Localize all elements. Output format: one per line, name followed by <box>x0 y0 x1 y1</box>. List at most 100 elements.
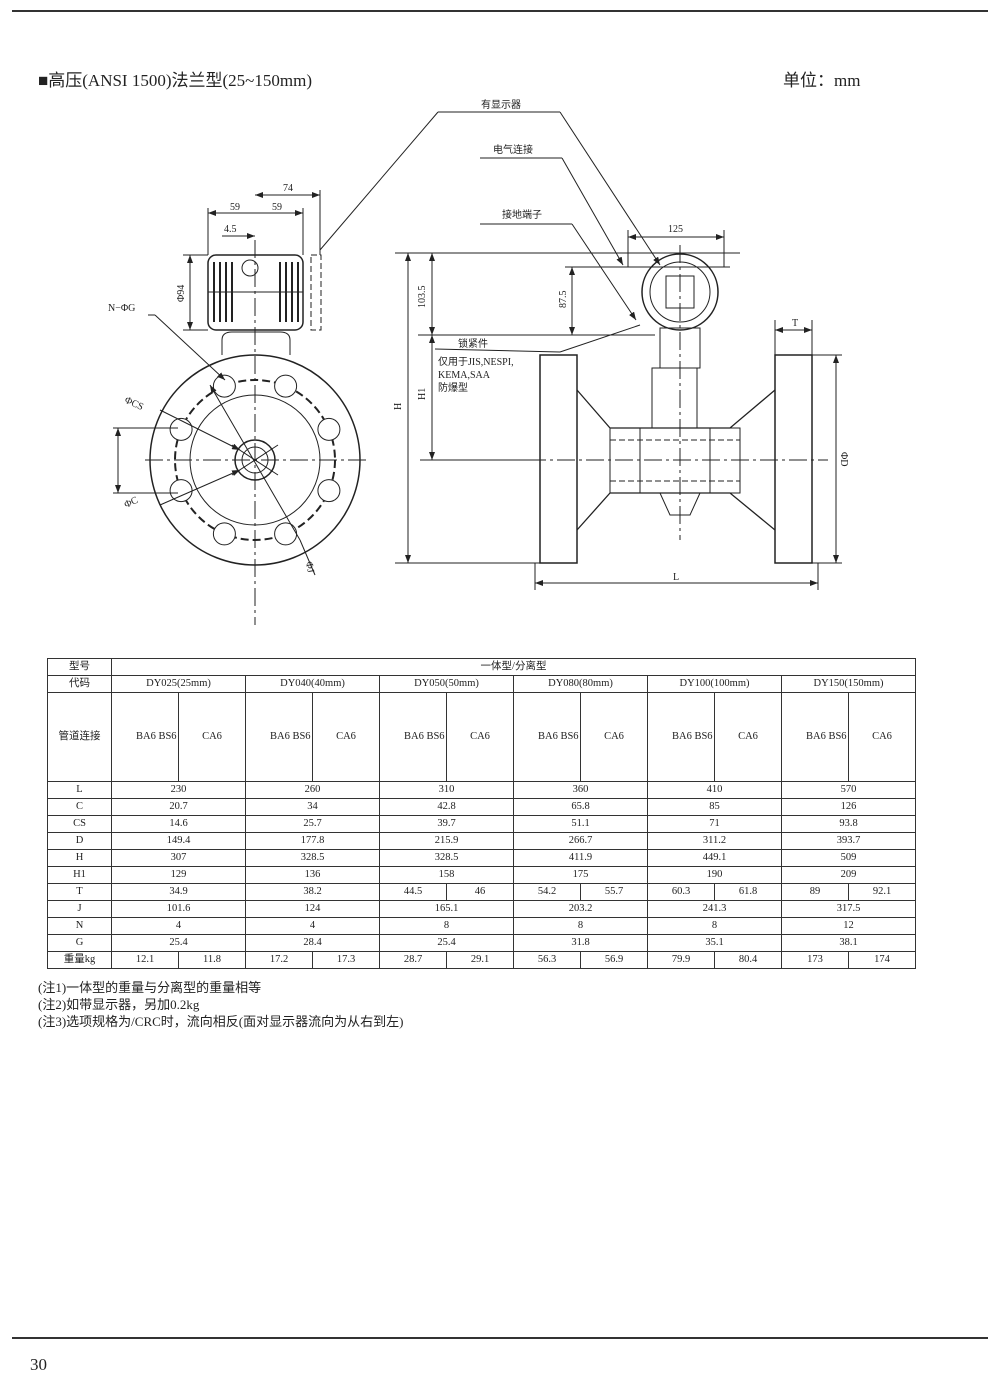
table-cell: 42.8 <box>379 798 514 816</box>
code-header: DY100(100mm) <box>647 675 782 693</box>
table-cell: 175 <box>513 866 648 884</box>
table-cell: 28.7 <box>379 951 447 969</box>
dim-4-5: 4.5 <box>224 224 237 235</box>
bolt-hole <box>169 479 193 503</box>
table-cell: 203.2 <box>513 900 648 918</box>
table-cell: 126 <box>781 798 916 816</box>
table-cell: 71 <box>647 815 782 833</box>
table-cell: 20.7 <box>111 798 246 816</box>
table-cell: 39.7 <box>379 815 514 833</box>
bolt-hole <box>274 374 298 398</box>
row-header: J <box>47 900 112 918</box>
table-cell: 38.1 <box>781 934 916 952</box>
note-1: (注1)一体型的重量与分离型的重量相等 <box>38 980 262 995</box>
unit-label: 单位：mm <box>783 71 861 90</box>
table-cell: 44.5 <box>379 883 447 901</box>
table-cell: 29.1 <box>446 951 514 969</box>
table-cell: 17.3 <box>312 951 380 969</box>
row-header: 型号 <box>47 658 112 676</box>
table-cell: 190 <box>647 866 782 884</box>
table-cell: 101.6 <box>111 900 246 918</box>
table-cell: 25.7 <box>245 815 380 833</box>
table-cell: 241.3 <box>647 900 782 918</box>
code-header: DY050(50mm) <box>379 675 514 693</box>
table-cell: 509 <box>781 849 916 867</box>
dim-phic: ΦC <box>123 495 141 511</box>
table-cell: 35.1 <box>647 934 782 952</box>
bottom-rule <box>12 1337 988 1339</box>
notes: (注1)一体型的重量与分离型的重量相等 (注2)如带显示器，另加0.2kg (注… <box>38 979 403 1030</box>
dim-n-phig: N−ΦG <box>108 303 135 314</box>
bolt-hole <box>212 374 236 398</box>
side-view <box>395 111 842 590</box>
top-rule <box>12 10 988 12</box>
label-only-for: 仅用于JIS,NESPI, <box>438 356 514 368</box>
table-cell: 85 <box>647 798 782 816</box>
dim-59a: 59 <box>230 202 240 213</box>
table-cell: 411.9 <box>513 849 648 867</box>
code-header: DY040(40mm) <box>245 675 380 693</box>
table-cell: 311.2 <box>647 832 782 850</box>
table-cell: 14.6 <box>111 815 246 833</box>
dim-phid: ΦD <box>838 452 849 467</box>
row-header: L <box>47 781 112 799</box>
table-cell: 136 <box>245 866 380 884</box>
dim-125: 125 <box>668 224 683 235</box>
pipe-ca6: CA6 <box>446 692 514 782</box>
table-cell: 79.9 <box>647 951 715 969</box>
dim-l: L <box>673 572 679 583</box>
dim-phij: ΦJ <box>303 561 316 574</box>
dim-h1: H1 <box>417 388 428 400</box>
table-cell: 4 <box>111 917 246 935</box>
table-cell: 38.2 <box>245 883 380 901</box>
table-cell: 260 <box>245 781 380 799</box>
pipe-ca6: CA6 <box>580 692 648 782</box>
row-header: C <box>47 798 112 816</box>
code-header: DY080(80mm) <box>513 675 648 693</box>
table-cell: 158 <box>379 866 514 884</box>
pipe-ca6: CA6 <box>714 692 782 782</box>
model-value: 一体型/分离型 <box>111 658 916 676</box>
row-header: N <box>47 917 112 935</box>
table-cell: 93.8 <box>781 815 916 833</box>
pipe-ba6-bs6: BA6 BS6 <box>379 692 447 782</box>
note-3: (注3)选项规格为/CRC时，流向相反(面对显示器流向为从右到左) <box>38 1014 404 1029</box>
code-header: DY150(150mm) <box>781 675 916 693</box>
dim-103-5: 103.5 <box>417 286 428 309</box>
table-cell: 56.9 <box>580 951 648 969</box>
table-cell: 25.4 <box>111 934 246 952</box>
table-cell: 80.4 <box>714 951 782 969</box>
pipe-ca6: CA6 <box>848 692 916 782</box>
table-cell: 360 <box>513 781 648 799</box>
table-cell: 54.2 <box>513 883 581 901</box>
page-number: 30 <box>30 1355 47 1374</box>
row-header: CS <box>47 815 112 833</box>
table-cell: 4 <box>245 917 380 935</box>
label-kema: KEMA,SAA <box>438 370 491 381</box>
table-cell: 56.3 <box>513 951 581 969</box>
table-cell: 25.4 <box>379 934 514 952</box>
technical-drawing: 74 59 59 4.5 Φ94 N−ΦG ΦCS ΦC ΦJ <box>108 98 849 625</box>
label-display: 有显示器 <box>481 98 521 111</box>
table-cell: 165.1 <box>379 900 514 918</box>
table-cell: 449.1 <box>647 849 782 867</box>
table-cell: 11.8 <box>178 951 246 969</box>
pipe-ca6: CA6 <box>312 692 380 782</box>
table-cell: 8 <box>513 917 648 935</box>
table-cell: 307 <box>111 849 246 867</box>
dim-87-5: 87.5 <box>558 291 569 309</box>
dim-t: T <box>792 318 798 329</box>
table-cell: 149.4 <box>111 832 246 850</box>
pipe-ba6-bs6: BA6 BS6 <box>513 692 581 782</box>
table-cell: 177.8 <box>245 832 380 850</box>
bolt-hole <box>274 522 298 546</box>
